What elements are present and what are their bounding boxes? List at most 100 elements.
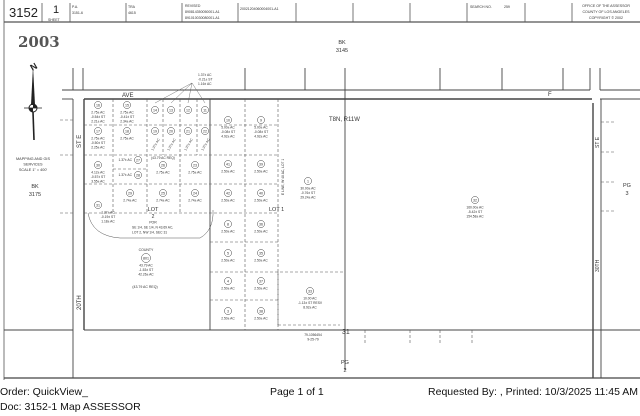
scale-line-3: SCALE 1" = 400' <box>19 168 48 172</box>
parcel-circle <box>167 106 175 114</box>
parcel-circle <box>257 249 265 257</box>
parcel-14[interactable]: 14 <box>151 106 159 114</box>
parcel-20[interactable]: 201.37± AC <box>166 127 177 152</box>
bk-left-1: BK <box>31 184 39 190</box>
tra-value: 4615 <box>128 11 136 15</box>
page-count: Page 1 of 1 <box>270 386 324 398</box>
parcel-41[interactable]: 412.50± AC <box>221 160 235 174</box>
parcel-circle <box>304 177 312 185</box>
parcel-25[interactable]: 25 2.74± AC <box>156 189 170 203</box>
revised-1: 890814350050001-A1 <box>185 10 220 14</box>
parcel-number: 18 <box>125 129 129 133</box>
parcel-12[interactable]: 12 <box>184 106 192 114</box>
parcel-circle <box>257 116 265 124</box>
parcel-29[interactable]: 292.74± AC <box>123 189 137 203</box>
parcel-acreage: 1.37± AC <box>150 137 161 151</box>
parcel-9[interactable]: 95.00± AC-0.08± ST4.92± AC <box>254 116 269 139</box>
parcel-13[interactable]: 13 <box>167 106 175 114</box>
section-number: 31 <box>342 329 350 336</box>
parcel-acreage: 10.00 AC <box>303 297 317 301</box>
parcel-31[interactable]: 311.37± AC-0.19± ST1.18± AC <box>94 201 115 224</box>
parcel-circle <box>257 160 265 168</box>
parcel-11[interactable]: 11 <box>201 106 209 114</box>
parcel-acreage: 2.50± AC <box>221 259 235 263</box>
parcel-16[interactable]: 162.75± AC-0.54± ST2.21± AC <box>91 101 106 124</box>
parcel-8[interactable]: 82.50± AC <box>221 220 235 234</box>
parcel-37[interactable]: 372.50± AC <box>254 277 268 291</box>
parcel-circle <box>159 189 167 197</box>
parcel-30[interactable]: 304.12± AC-0.57± ST3.55± AC <box>91 161 106 184</box>
north-arrow-icon: N <box>24 61 42 141</box>
parcel-number: 39 <box>259 162 263 166</box>
parcel-acreage: 5.00± AC <box>254 126 268 130</box>
parcel-10[interactable]: 105.00± AC-0.08± ST4.92± AC <box>221 116 236 139</box>
parcel-42[interactable]: 422.50± AC <box>221 189 235 203</box>
top-note-leaders <box>154 82 206 104</box>
parcel-22[interactable]: 221.37± AC <box>200 127 211 152</box>
lot-2-desc-2: LOT 2, NW 1/4, SEC 31 <box>132 231 167 235</box>
parcel-number: 3 <box>227 309 229 313</box>
parcels: 162.75± AC-0.54± ST2.21± AC 152.75± AC-0.… <box>91 101 484 321</box>
parcel-number: 33 <box>308 289 312 293</box>
street-20th: 20TH <box>77 295 83 310</box>
parcel-23[interactable]: 232.75± AC <box>188 161 202 175</box>
req-note: (43.79 AC REQ) <box>151 156 175 160</box>
parcel-circle <box>134 156 142 164</box>
parcel-acreage: 2.75± AC <box>120 111 134 115</box>
parcel-28[interactable]: 281.37± AC <box>118 171 142 179</box>
doc-note-2: 9-25-79 <box>307 338 319 342</box>
order-text: Order: QuickView_ <box>0 386 88 398</box>
parcel-circle <box>94 127 102 135</box>
parcel-acreage: 2.74± AC <box>156 199 170 203</box>
pa-label: P.A. <box>72 5 78 9</box>
parcel-40[interactable]: 402.50± AC <box>254 189 268 203</box>
parcel-number: 25 <box>161 191 165 195</box>
county-label: COUNTY <box>139 248 154 252</box>
parcel-acreage: 2.50± AC <box>221 317 235 321</box>
office-line-1: OFFICE OF THE ASSESSOR <box>582 4 630 8</box>
parcel-38[interactable]: 382.50± AC <box>254 307 268 321</box>
parcel-circle <box>257 189 265 197</box>
parcel-acreage: 2.25± AC <box>91 146 105 150</box>
parcel-36[interactable]: 362.50± AC <box>254 220 268 234</box>
parcel-acreage: 2.75± AC <box>156 171 170 175</box>
parcel-18[interactable]: 182.75± AC <box>120 127 134 141</box>
parcel-21[interactable]: 211.37± AC <box>183 127 194 152</box>
parcel-19[interactable]: 191.37± AC <box>150 127 161 152</box>
parcel-24[interactable]: 242.74± AC <box>188 189 202 203</box>
road-lines <box>4 68 640 379</box>
parcel-number: 26 <box>161 163 165 167</box>
parcel-number: 35 <box>259 251 263 255</box>
parcel-number: 22 <box>203 129 207 133</box>
parcel-39[interactable]: 392.50± AC <box>254 160 268 174</box>
parcel-5[interactable]: 52.50± AC <box>221 249 235 263</box>
parcel-27[interactable]: 271.37± AC <box>118 156 142 164</box>
parcel-circle <box>191 189 199 197</box>
parcel-number: 28 <box>136 173 140 177</box>
parcel-number: 4 <box>227 279 229 283</box>
parcel-4[interactable]: 42.50± AC <box>221 277 235 291</box>
parcel-circle <box>201 106 209 114</box>
lot-1-line-note: E LINE, W 48 AC, LOT 1 <box>281 159 285 195</box>
parcel-acreage: -0.41± ST <box>120 115 134 119</box>
parcel-circle <box>224 189 232 197</box>
parcel-acreage: 2.74± AC <box>123 199 137 203</box>
parcel-26[interactable]: 26 2.75± AC <box>156 161 170 175</box>
parcel-3[interactable]: 3 2.50± AC <box>221 307 235 321</box>
parcel-circle <box>94 101 102 109</box>
parcel-17[interactable]: 172.75± AC-0.50± ST2.25± AC <box>91 127 106 150</box>
parcel-acreage: 4.12± AC <box>91 171 105 175</box>
parcel-15[interactable]: 152.75± AC-0.41± ST2.34± AC <box>120 101 135 124</box>
parcel-circle <box>224 116 232 124</box>
top-note-1: 1.37± AC <box>198 73 212 77</box>
parcel-acreage: 2.75± AC <box>91 137 105 141</box>
parcel-circle <box>126 189 134 197</box>
parcel-35[interactable]: 352.50± AC <box>254 249 268 263</box>
top-note-3: 1.16± AC <box>198 82 212 86</box>
parcel-acreage: 4.92± AC <box>254 135 268 139</box>
search-label: SEARCH NO. <box>470 5 492 9</box>
